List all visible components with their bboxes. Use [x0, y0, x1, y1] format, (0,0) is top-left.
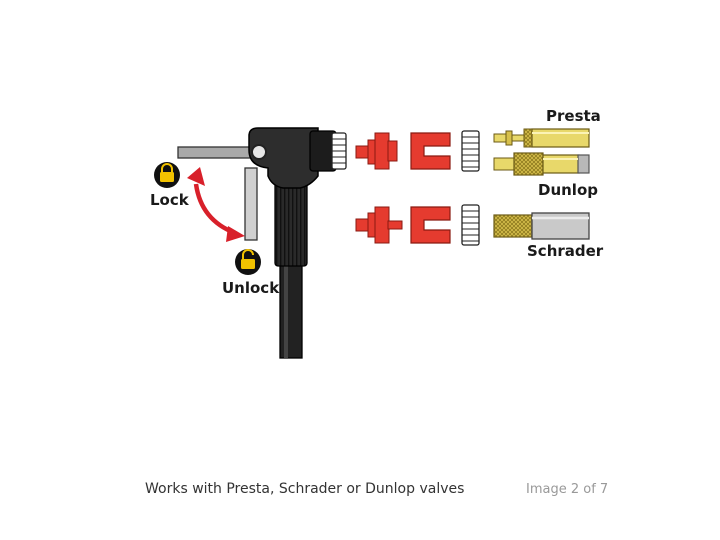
lever-locked-position: [177, 146, 257, 159]
image-caption: Works with Presta, Schrader or Dunlop va…: [145, 481, 465, 497]
thread-ring-top: [461, 130, 480, 172]
pump-head-body: [248, 127, 347, 267]
image-counter: Image 2 of 7: [526, 482, 609, 497]
presta-dunlop-insert-set: [355, 130, 480, 172]
red-clip-top: [410, 132, 451, 170]
schrader-insert-set: [355, 204, 480, 246]
thread-ring-bottom: [461, 204, 480, 246]
pump-hose: [279, 261, 303, 359]
dunlop-label: Dunlop: [538, 181, 598, 199]
unlock-label: Unlock: [222, 279, 280, 297]
lock-icon: [154, 162, 180, 188]
lock-label: Lock: [150, 191, 190, 209]
schrader-valve: [493, 212, 590, 240]
presta-label: Presta: [546, 107, 601, 125]
unlock-icon: [235, 249, 261, 275]
lever-pivot: [251, 144, 267, 160]
presta-valve: [493, 128, 590, 148]
red-valve-core-top: [355, 132, 398, 170]
pump-head-grip: [274, 177, 308, 267]
red-valve-core-bottom: [355, 206, 403, 244]
dunlop-valve: [493, 152, 590, 176]
lock-unlock-arrow: [187, 167, 245, 242]
lever-unlocked-position: [244, 167, 258, 241]
schrader-label: Schrader: [527, 242, 604, 260]
red-clip-bottom: [410, 206, 451, 244]
